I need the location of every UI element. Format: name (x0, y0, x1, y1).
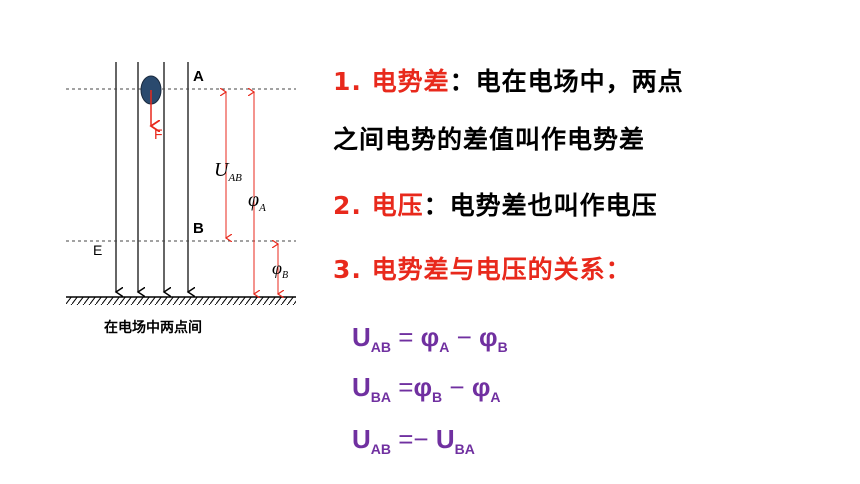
item-1-text-2: 之间电势的差值叫作电势差 (333, 125, 646, 154)
field-lines (116, 62, 188, 292)
item-3-title: 3. 电势差与电压的关系： (333, 255, 632, 284)
label-b: B (193, 220, 204, 237)
item-1-line-2: 之间电势的差值叫作电势差 (333, 120, 645, 156)
label-e: E (93, 242, 102, 258)
formula-3: UAB =− UBA (352, 424, 475, 457)
item-1-text: 电在电场中，两点 (475, 67, 684, 96)
diagram-caption: 在电场中两点间 (104, 319, 202, 336)
item-2-colon: ： (423, 191, 450, 220)
label-f: F (154, 126, 163, 142)
ground-hatch (66, 297, 296, 305)
item-3: 3. 电势差与电压的关系： (333, 250, 632, 286)
item-1-title: 1. 电势差 (333, 67, 450, 96)
item-2: 2. 电压：电势差也叫作电压 (333, 186, 658, 222)
item-1-colon: ： (449, 67, 476, 96)
label-uab: UAB (214, 159, 242, 184)
label-a: A (193, 68, 204, 85)
item-2-text: 电势差也叫作电压 (449, 191, 658, 220)
label-phia: φA (248, 189, 266, 214)
label-phib: φB (272, 258, 288, 281)
formula-2: UBA =φB − φA (352, 372, 501, 405)
electric-field-diagram: F A B E UAB φA φB 在电场中两点间 (66, 62, 296, 336)
formula-1: UAB = φA − φB (352, 322, 508, 355)
item-1-line-1: 1. 电势差：电在电场中，两点 (333, 62, 684, 98)
item-2-title: 2. 电压 (333, 191, 424, 220)
